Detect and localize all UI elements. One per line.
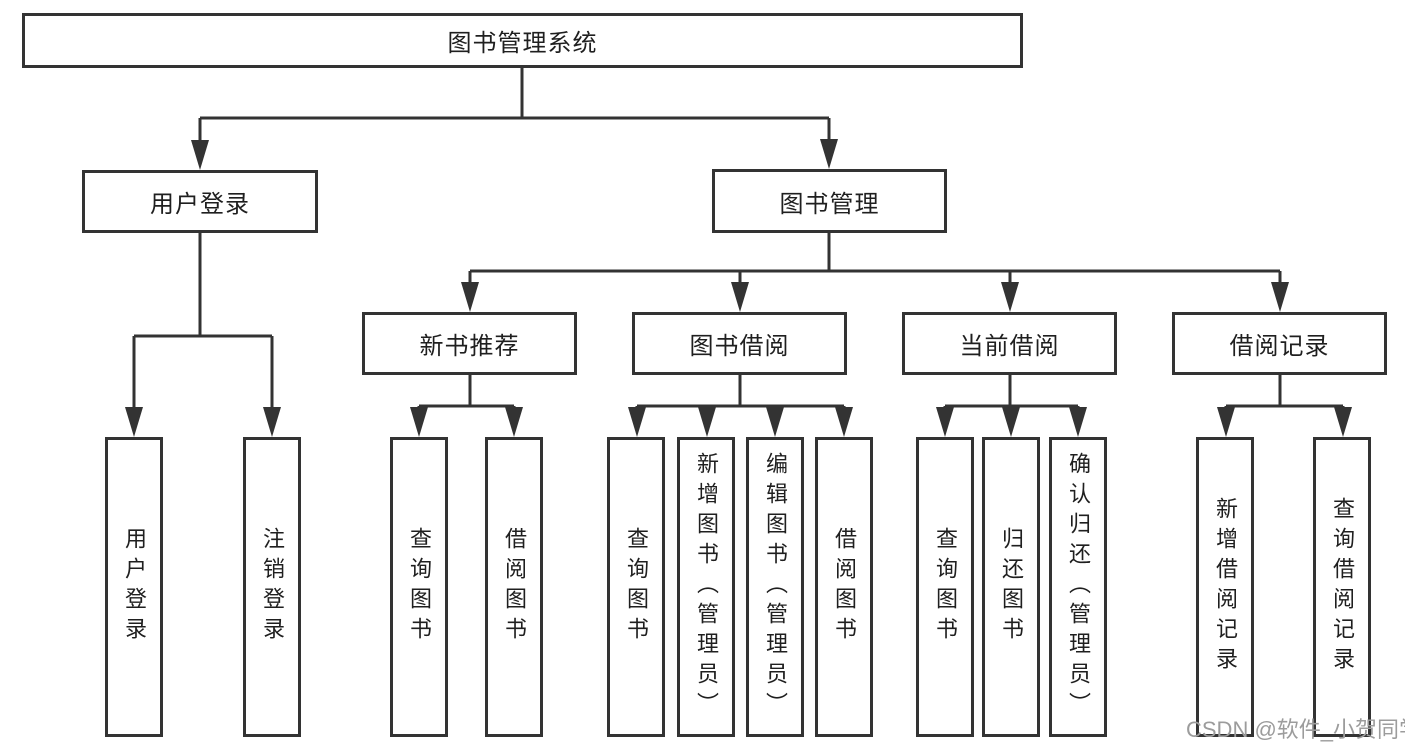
leaf-add-books-admin-label: 新增图书（管理员） (694, 452, 719, 722)
node-current-borrow: 当前借阅 (902, 312, 1117, 375)
node-new-book-recommend-label: 新书推荐 (419, 333, 520, 360)
leaf-query-books-current: 查询图书 (916, 437, 974, 737)
leaf-query-books-borrow-label: 查询图书 (624, 527, 649, 647)
leaf-query-books-recommend: 查询图书 (390, 437, 448, 737)
arrowheads (125, 139, 1352, 437)
leaf-borrow-books-recommend-label: 借阅图书 (502, 527, 527, 647)
node-library-system: 图书管理系统 (22, 13, 1023, 68)
leaf-confirm-return-admin: 确认归还（管理员） (1049, 437, 1107, 737)
leaf-add-books-admin: 新增图书（管理员） (677, 437, 735, 737)
node-book-borrow-label: 图书借阅 (689, 333, 790, 360)
node-book-management: 图书管理 (712, 169, 947, 233)
node-current-borrow-label: 当前借阅 (959, 333, 1060, 360)
node-user-login: 用户登录 (82, 170, 318, 233)
leaf-borrow-books: 借阅图书 (815, 437, 873, 737)
leaf-user-login-label: 用户登录 (122, 527, 147, 647)
leaf-return-books: 归还图书 (982, 437, 1040, 737)
leaf-add-borrow-record: 新增借阅记录 (1196, 437, 1254, 737)
node-book-borrow: 图书借阅 (632, 312, 847, 375)
leaf-logout: 注销登录 (243, 437, 301, 737)
leaf-query-books-recommend-label: 查询图书 (407, 527, 432, 647)
leaf-user-login: 用户登录 (105, 437, 163, 737)
leaf-borrow-books-recommend: 借阅图书 (485, 437, 543, 737)
leaf-edit-books-admin-label: 编辑图书（管理员） (763, 452, 788, 722)
node-user-login-label: 用户登录 (150, 191, 250, 218)
leaf-query-borrow-record-label: 查询借阅记录 (1330, 497, 1355, 677)
node-borrow-records: 借阅记录 (1172, 312, 1387, 375)
leaf-query-books-borrow: 查询图书 (607, 437, 665, 737)
node-borrow-records-label: 借阅记录 (1229, 333, 1330, 360)
node-new-book-recommend: 新书推荐 (362, 312, 577, 375)
node-library-system-label: 图书管理系统 (447, 30, 598, 57)
leaf-query-borrow-record: 查询借阅记录 (1313, 437, 1371, 737)
leaf-logout-label: 注销登录 (260, 527, 285, 647)
csdn-watermark: CSDN @软件_小贺同学 (1186, 717, 1405, 742)
leaf-edit-books-admin: 编辑图书（管理员） (746, 437, 804, 737)
leaf-confirm-return-admin-label: 确认归还（管理员） (1066, 452, 1091, 722)
leaf-borrow-books-label: 借阅图书 (832, 527, 857, 647)
leaf-return-books-label: 归还图书 (999, 527, 1024, 647)
leaf-query-books-current-label: 查询图书 (933, 527, 958, 647)
node-book-management-label: 图书管理 (779, 190, 880, 218)
leaf-add-borrow-record-label: 新增借阅记录 (1213, 497, 1238, 677)
